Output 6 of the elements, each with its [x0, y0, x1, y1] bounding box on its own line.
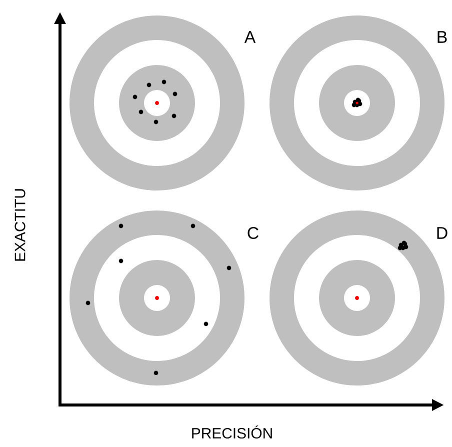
target-label: C — [248, 227, 258, 239]
axis-label: PRECISIÓN — [192, 425, 272, 439]
target-label: B — [438, 31, 447, 43]
axis-label: EXACTITU — [14, 189, 26, 261]
target-label: A — [244, 31, 256, 43]
target-label: D — [437, 227, 448, 239]
